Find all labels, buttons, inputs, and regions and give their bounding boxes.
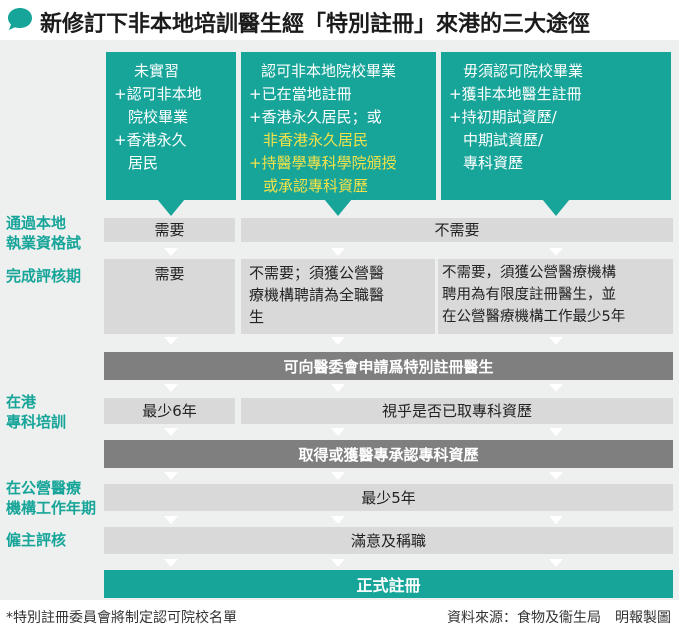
chevron-row-5 [164,472,563,480]
specialist-qualification-bar: 取得或獲醫專承認專科資歷 [104,440,673,468]
chevron-row-2 [164,337,563,345]
header-line: 認可非本地院校畢業 [261,62,397,80]
chevron-row-1 [164,248,563,256]
apply-special-registration-bar: 可向醫委會申請爲特別註冊醫生 [104,352,673,380]
header-highlight-line: +持醫學專科學院頒授 [249,154,397,172]
row-label-line: 在公營醫療 [6,479,82,497]
header-line: 未實習 [134,62,180,80]
column-header-3: 毋須認可院校畢業 +獲非本地醫生註冊 +持初期試資歷/ 中期試資歷/ 專科資歷 [441,52,671,200]
cell-line: 生 [249,308,265,326]
cell-licensing-col23: 不需要 [241,218,673,242]
cell-line: 聘用為有限度註冊醫生，並 [442,287,616,303]
row-label-line: 通過本地 [6,214,67,232]
header-line: +已在當地註冊 [249,85,352,103]
cell-line: 療機構聘請為全職醫 [249,286,385,304]
down-arrow-icon [324,199,352,216]
header-highlight-line: 非香港永久居民 [263,131,369,149]
header-highlight-line: 或承認專科資歷 [263,177,369,195]
cell-line: 在公營醫療機構工作最少5年 [442,309,626,325]
row-label-line: 在港 [6,393,37,411]
full-registration-bar: 正式註冊 [104,570,673,598]
header-line: +持初期試資歷/ [449,108,557,126]
row-label-line: 僱主評核 [6,531,67,549]
row-label-public-service: 在公營醫療 機構工作年期 [6,478,96,518]
cell-assessment-col3: 不需要，須獲公營醫療機構 聘用為有限度註冊醫生，並 在公營醫療機構工作最少5年 [438,259,673,334]
row-label-line: 執業資格試 [6,234,82,252]
row-label-employer-review: 僱主評核 [6,530,66,550]
cell-training-col23: 視乎是否已取專科資歷 [241,398,673,424]
cell-public-service: 最少5年 [104,484,673,511]
header-arrows [157,199,570,216]
source-credit: 資料來源：食物及衞生局 明報製圖 [447,610,671,626]
down-arrow-icon [542,199,570,216]
cell-line: 不需要，須獲公營醫療機構 [442,265,616,281]
header-line: 中期試資歷/ [463,131,544,149]
speech-bubble-icon [8,8,32,30]
header-line: +香港永久居民；或 [249,108,382,126]
row-label-assessment: 完成評核期 [6,266,81,286]
footnote: *特別註冊委員會將制定認可院校名單 [6,610,237,626]
header-line: +獲非本地醫生註冊 [449,85,582,103]
chevron-row-7 [164,559,563,567]
cell-assessment-col1: 需要 [104,259,235,334]
header-line: +香港永久 [114,131,187,149]
header-line: 居民 [128,154,159,172]
column-header-1: 未實習 +認可非本地 院校畢業 +香港永久 居民 [106,52,236,200]
row-label-line: 專科培訓 [6,413,67,431]
cell-training-col1: 最少6年 [104,398,235,424]
chevron-row-3 [164,384,563,392]
row-label-line: 完成評核期 [6,267,82,285]
header-line: 毋須認可院校畢業 [463,62,584,80]
cell-line: 不需要；須獲公營醫 [249,264,385,282]
row-label-licensing-exam: 通過本地 執業資格試 [6,213,81,253]
chevron-row-4 [164,428,563,436]
row-label-line: 機構工作年期 [6,499,97,517]
cell-licensing-col1: 需要 [104,218,235,242]
cell-employer-review: 滿意及稱職 [104,527,673,554]
column-header-2: 認可非本地院校畢業 +已在當地註冊 +香港永久居民；或 非香港永久居民 +持醫學… [241,52,436,200]
down-arrow-icon [157,199,185,216]
chevron-row-6 [164,516,563,524]
page-title: 新修訂下非本地培訓醫生經「特別註冊」來港的三大途徑 [40,12,591,37]
cell-assessment-col2: 不需要；須獲公營醫 療機構聘請為全職醫 生 [241,259,435,334]
row-label-specialist-training: 在港 專科培訓 [6,392,66,432]
header-line: 專科資歷 [463,154,524,172]
header-line: +認可非本地 [114,85,202,103]
header-line: 院校畢業 [128,108,189,126]
